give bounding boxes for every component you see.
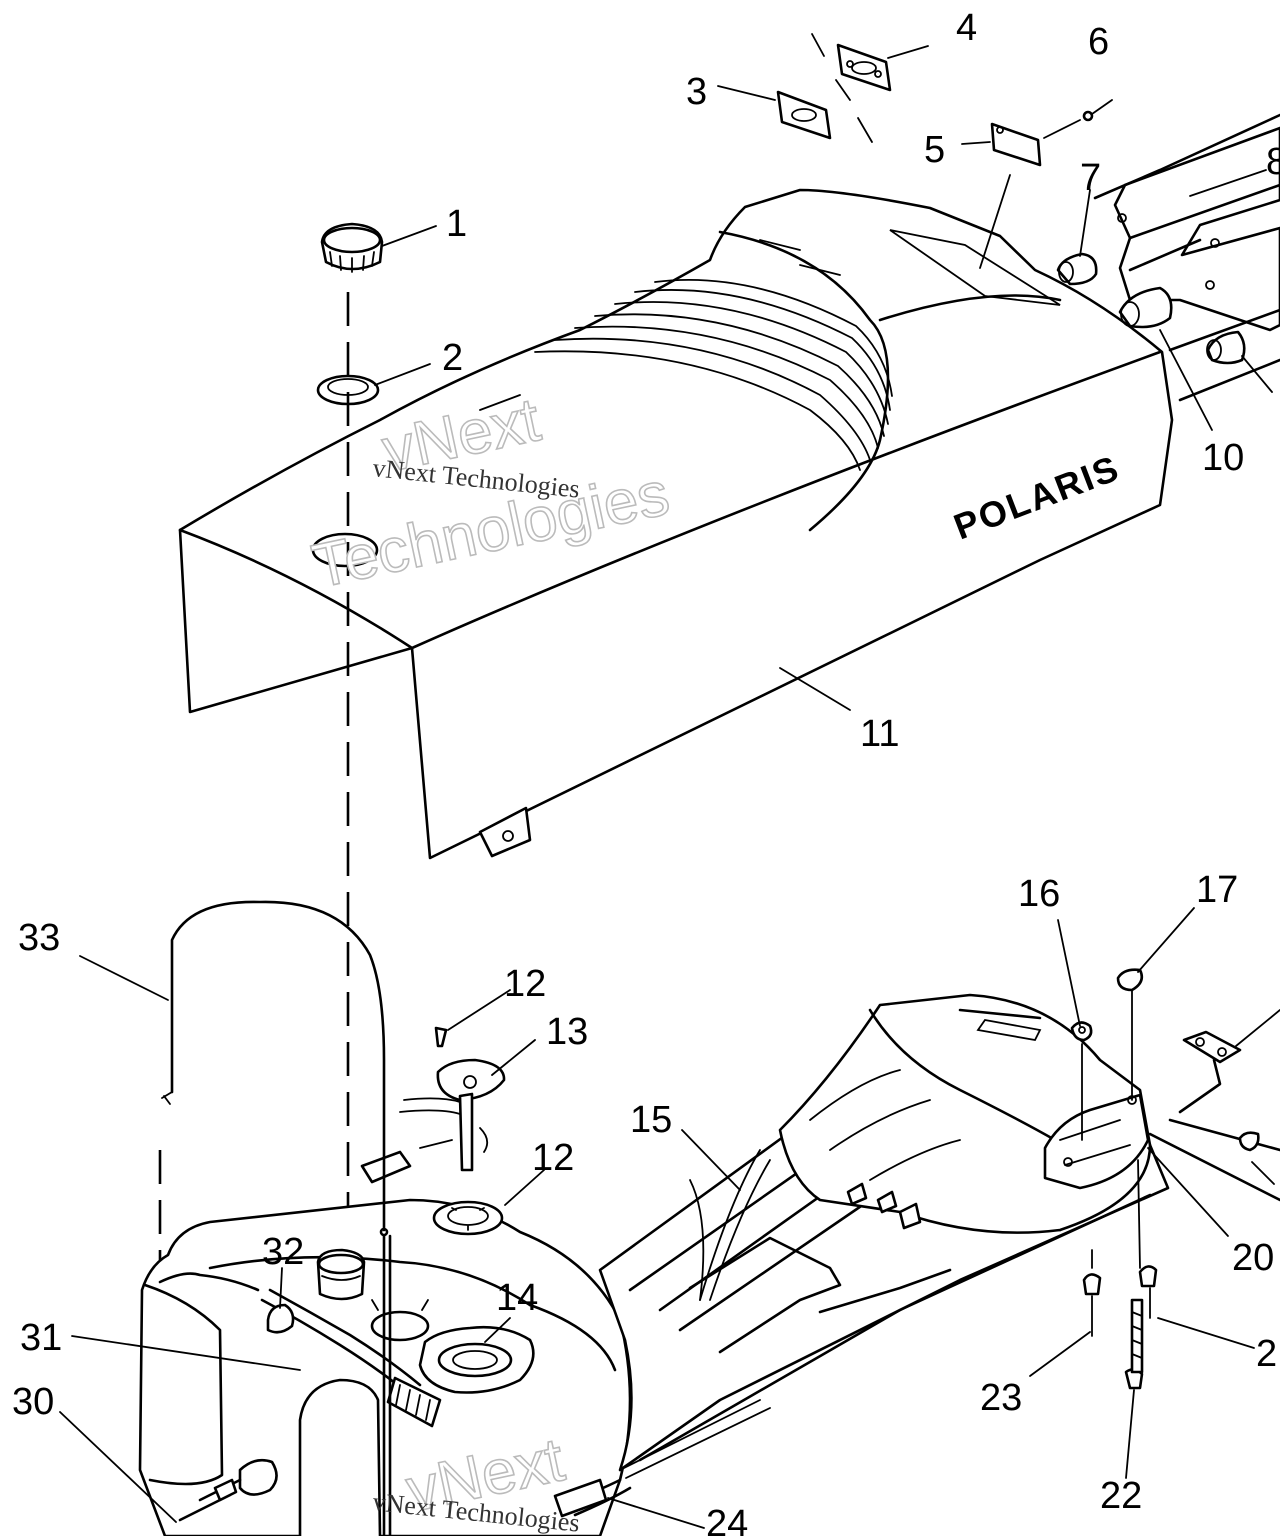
grommet-9 xyxy=(1206,330,1246,365)
callout-6: 6 xyxy=(1088,21,1109,63)
callout-14: 14 xyxy=(496,1277,538,1319)
callout-20: 20 xyxy=(1232,1237,1274,1279)
callout-22: 22 xyxy=(1100,1475,1142,1517)
callout-2: 2 xyxy=(442,337,463,379)
fuel-cap xyxy=(320,222,384,273)
grommet-10 xyxy=(1118,286,1173,329)
callout-13: 13 xyxy=(546,1011,588,1053)
callout-17: 17 xyxy=(1196,869,1238,911)
callout-7: 7 xyxy=(1080,157,1101,199)
emblem-3 xyxy=(776,90,832,140)
cable-33 xyxy=(170,900,386,1232)
callout-21: 2 xyxy=(1256,1333,1277,1375)
callout-11: 11 xyxy=(860,713,899,755)
callout-30: 30 xyxy=(12,1381,54,1423)
callout-23: 23 xyxy=(980,1377,1022,1419)
callout-1: 1 xyxy=(446,203,467,245)
callout-12a: 12 xyxy=(504,963,546,1005)
callout-8: 8 xyxy=(1266,141,1280,183)
callout-33: 33 xyxy=(18,917,60,959)
emblem-4 xyxy=(836,43,892,92)
leader-lines xyxy=(59,45,1280,1529)
callout-16: 16 xyxy=(1018,873,1060,915)
callout-31: 31 xyxy=(20,1317,62,1359)
callout-3: 3 xyxy=(686,71,707,113)
chassis-frame xyxy=(553,993,1170,1518)
seat xyxy=(178,188,1174,860)
fuel-pump-assembly xyxy=(360,1026,506,1236)
hardware-right xyxy=(1070,968,1280,1390)
callout-10: 10 xyxy=(1202,437,1244,479)
callouts: 1 2 3 4 5 6 7 8 10 11 12 13 12 14 15 16 … xyxy=(12,7,1280,1536)
callout-12b: 12 xyxy=(532,1137,574,1179)
grommet-7 xyxy=(1056,252,1098,286)
callout-32: 32 xyxy=(262,1231,304,1273)
callout-4: 4 xyxy=(956,7,977,49)
callout-5: 5 xyxy=(924,129,945,171)
callout-24: 24 xyxy=(706,1503,748,1536)
screw-6 xyxy=(1082,110,1094,122)
plate-5 xyxy=(990,122,1042,167)
callout-15: 15 xyxy=(630,1099,672,1141)
